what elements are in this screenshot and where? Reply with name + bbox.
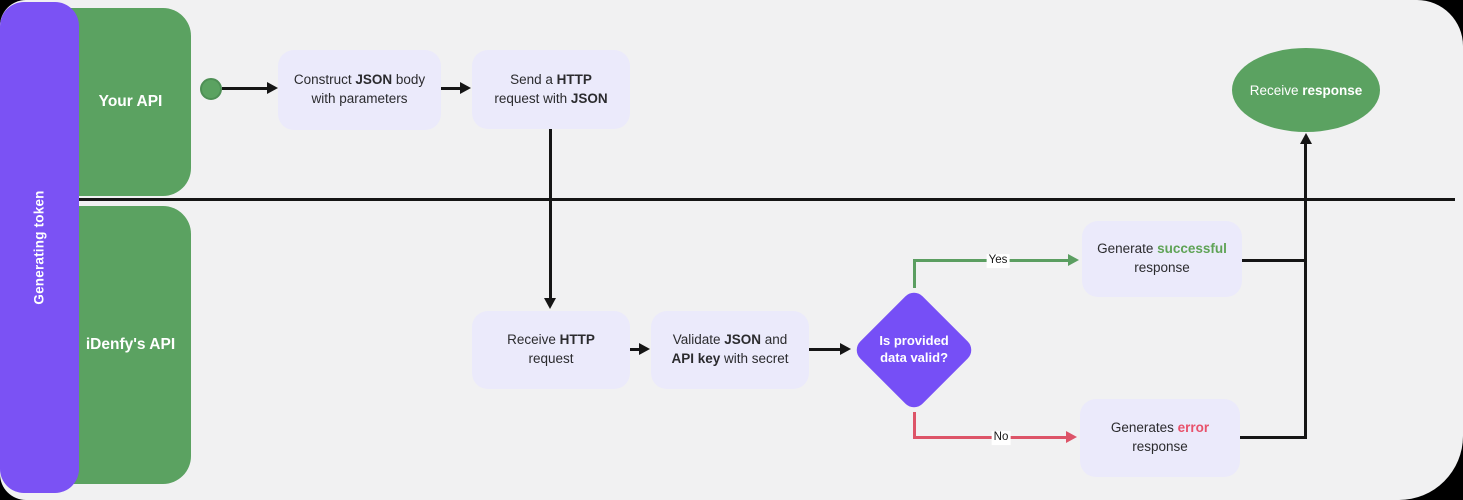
node-send-http-request: Send a HTTP request with JSON	[472, 50, 630, 129]
lane-divider-line	[79, 198, 1455, 201]
arrowhead-right-icon	[639, 343, 650, 355]
arrowhead-right-icon	[1066, 431, 1077, 443]
edge-no-vertical	[913, 412, 916, 439]
node-text: Validate JSON and API key with secret	[671, 332, 789, 366]
decision-is-data-valid: Is provided data valid?	[851, 287, 977, 413]
edge-start-to-construct	[222, 87, 268, 90]
edge-yes-vertical	[913, 259, 916, 288]
swimlane-title-bar: Generating token	[0, 2, 79, 493]
arrowhead-down-icon	[544, 298, 556, 309]
start-node	[200, 78, 222, 100]
edge-label-no: No	[991, 431, 1011, 445]
edge-validate-to-decision	[809, 348, 840, 351]
node-generate-successful-response: Generate successful response	[1082, 221, 1242, 297]
node-text: Receive response	[1249, 82, 1363, 98]
edge-construct-to-send	[441, 87, 461, 90]
node-text: Generates error response	[1110, 420, 1210, 454]
node-text: Receive HTTP request	[507, 332, 595, 366]
node-text: Construct JSON body with parameters	[293, 72, 426, 106]
edge-join-to-terminal	[1304, 144, 1307, 439]
node-validate-json-api-key: Validate JSON and API key with secret	[651, 311, 809, 389]
lane-label: Your API	[98, 93, 163, 110]
edge-success-to-join	[1242, 259, 1306, 262]
node-construct-json-body: Construct JSON body with parameters	[278, 50, 441, 130]
edge-error-to-join	[1240, 436, 1306, 439]
arrowhead-right-icon	[267, 82, 278, 94]
node-text: Generate successful response	[1097, 241, 1227, 275]
arrowhead-right-icon	[840, 343, 851, 355]
arrowhead-up-icon	[1300, 133, 1312, 144]
edge-no-horizontal	[913, 436, 1067, 439]
node-text: Send a HTTP request with JSON	[494, 71, 608, 106]
arrowhead-right-icon	[1068, 254, 1079, 266]
edge-send-to-receive	[549, 129, 552, 298]
decision-text: Is provided data valid?	[879, 333, 949, 365]
node-receive-http-request: Receive HTTP request	[472, 311, 630, 389]
end-node-receive-response: Receive response	[1232, 48, 1380, 132]
arrowhead-right-icon	[460, 82, 471, 94]
edge-label-yes: Yes	[986, 254, 1010, 268]
lane-label: iDenfy's API	[85, 336, 176, 353]
edge-receive-to-validate	[630, 348, 640, 351]
swimlane-title: Generating token	[32, 190, 48, 305]
node-generates-error-response: Generates error response	[1080, 399, 1240, 477]
